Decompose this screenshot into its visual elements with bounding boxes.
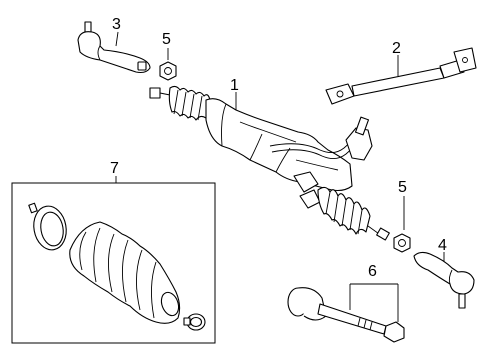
inner-tie-rod[interactable] bbox=[287, 287, 405, 343]
callout-7: 7 bbox=[110, 160, 119, 177]
boot-kit-frame bbox=[11, 182, 216, 344]
jam-nut-top[interactable] bbox=[159, 61, 177, 81]
callout-4: 4 bbox=[438, 237, 447, 254]
jam-nut-right[interactable] bbox=[393, 233, 411, 253]
outer-tie-rod-left[interactable] bbox=[77, 21, 151, 74]
callout-5-right: 5 bbox=[398, 179, 407, 196]
callout-6: 6 bbox=[368, 263, 377, 280]
callout-2: 2 bbox=[392, 40, 401, 57]
boot-kit[interactable] bbox=[28, 202, 206, 331]
intermediate-shaft[interactable] bbox=[325, 47, 477, 105]
callout-5-top: 5 bbox=[162, 31, 171, 48]
callout-1: 1 bbox=[230, 77, 239, 94]
callout-3: 3 bbox=[112, 16, 121, 33]
steering-gear[interactable] bbox=[149, 85, 390, 241]
outer-tie-rod-right[interactable] bbox=[413, 251, 475, 309]
